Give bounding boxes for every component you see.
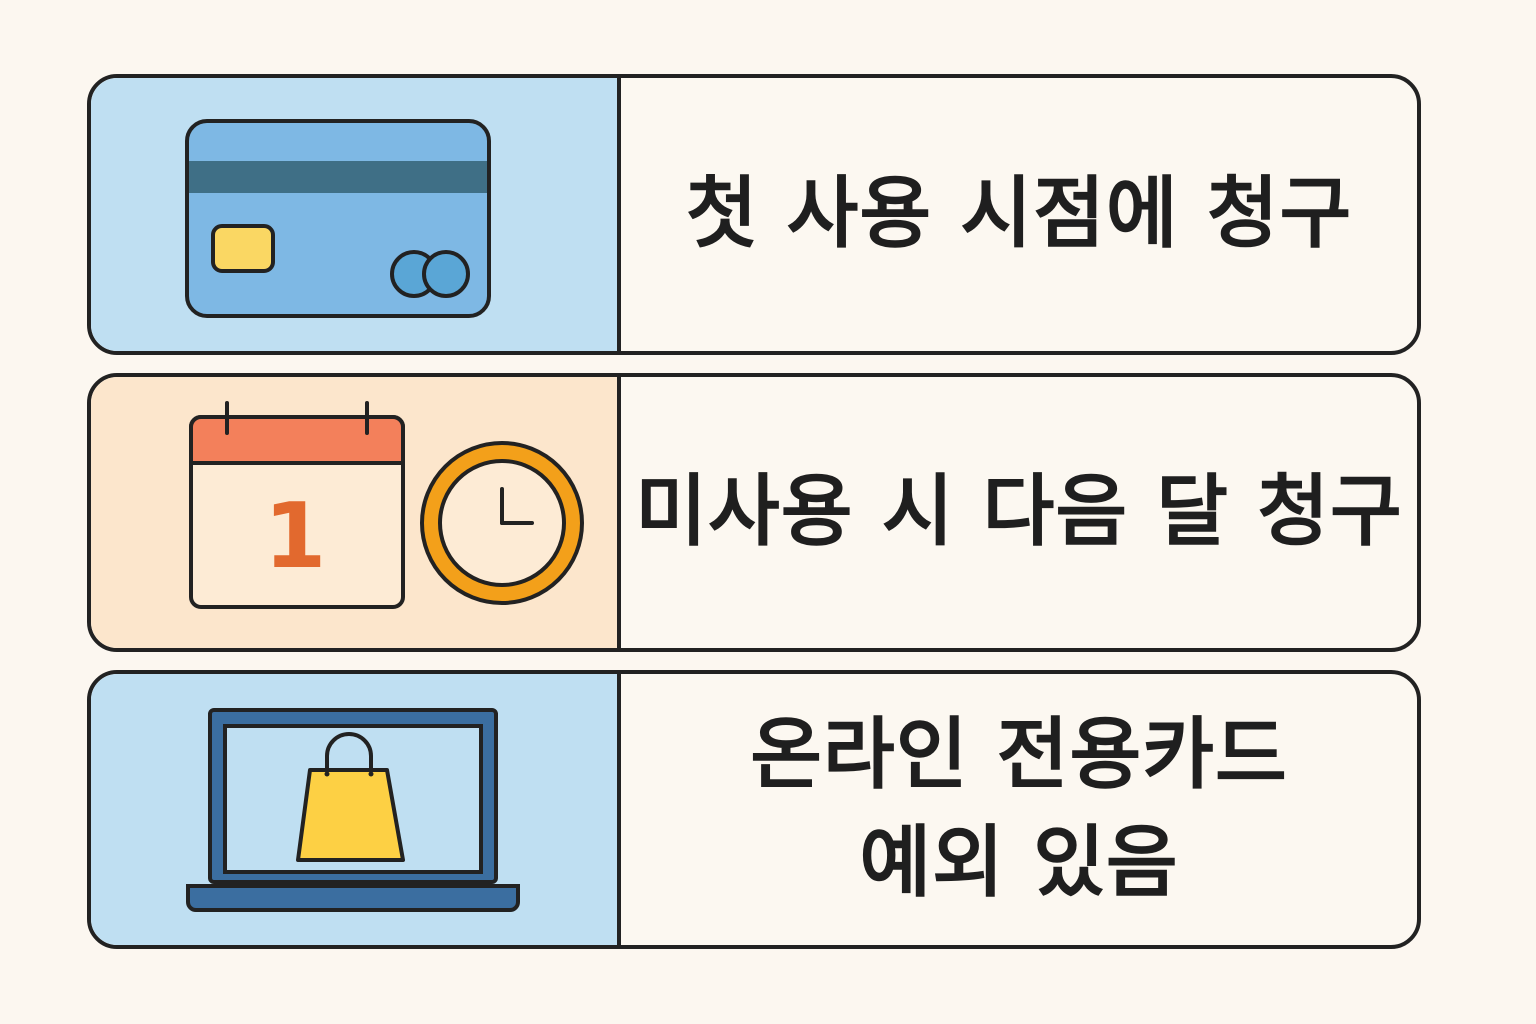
text-panel: 미사용 시 다음 달 청구 [621,377,1417,648]
calendar-icon [189,401,405,609]
clock-icon [420,441,584,605]
row-label-online-exception: 온라인 전용카드 예외 있음 [750,702,1287,917]
row-label-first-use: 첫 사용 시점에 청구 [685,168,1353,259]
text-panel: 첫 사용 시점에 청구 [621,78,1417,351]
row-label-unused: 미사용 시 다음 달 청구 [635,466,1403,557]
laptop-shopping-bag-icon [186,708,520,912]
credit-card-icon [185,119,491,318]
row-online-card-exception: 온라인 전용카드 예외 있음 [87,670,1421,949]
icon-panel-laptop [91,674,621,945]
text-panel: 온라인 전용카드 예외 있음 [621,674,1417,945]
row-label-line-1: 온라인 전용카드 [750,709,1288,800]
icon-panel-calendar-clock: 1 [91,377,621,648]
row-unused-next-month: 1 미사용 시 다음 달 청구 [87,373,1421,652]
shopping-bag-icon [296,732,405,862]
row-label-line-2: 예외 있음 [859,817,1179,908]
calendar-clock-icon: 1 [189,401,584,609]
calendar-number: 1 [264,484,327,589]
icon-panel-credit-card [91,78,621,351]
row-first-use-billing: 첫 사용 시점에 청구 [87,74,1421,355]
